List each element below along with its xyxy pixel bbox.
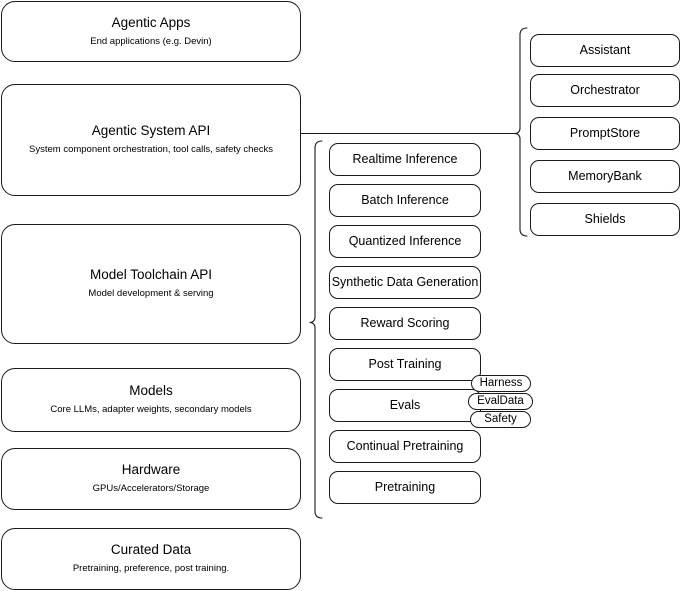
toolchain-item-continual-pretraining[interactable]: Continual Pretraining xyxy=(329,430,481,463)
system-item-promptstore[interactable]: PromptStore xyxy=(530,117,680,150)
toolchain-item-evals[interactable]: Evals xyxy=(329,389,481,422)
layer-subtitle: GPUs/Accelerators/Storage xyxy=(92,483,210,495)
system-item-assistant[interactable]: Assistant xyxy=(530,34,680,67)
system-item-orchestrator[interactable]: Orchestrator xyxy=(530,74,680,107)
layer-subtitle: Model development & serving xyxy=(88,288,214,300)
eval-tag-evaldata[interactable]: EvalData xyxy=(468,393,533,410)
layer-title: Agentic Apps xyxy=(111,14,191,30)
system-item-shields[interactable]: Shields xyxy=(530,203,680,236)
layer-title: Model Toolchain API xyxy=(89,267,213,283)
layer-title: Curated Data xyxy=(110,542,192,558)
layer-subtitle: End applications (e.g. Devin) xyxy=(90,35,212,47)
layer-models[interactable]: Models Core LLMs, adapter weights, secon… xyxy=(1,368,301,432)
layer-subtitle: System component orchestration, tool cal… xyxy=(29,144,273,156)
layer-model-toolchain-api[interactable]: Model Toolchain API Model development & … xyxy=(1,224,301,344)
toolchain-item-reward-scoring[interactable]: Reward Scoring xyxy=(329,307,481,340)
layer-hardware[interactable]: Hardware GPUs/Accelerators/Storage xyxy=(1,448,301,510)
agentic-system-bracket xyxy=(514,27,528,237)
eval-tag-harness[interactable]: Harness xyxy=(471,375,531,392)
toolchain-item-batch-inference[interactable]: Batch Inference xyxy=(329,184,481,217)
layer-curated-data[interactable]: Curated Data Pretraining, preference, po… xyxy=(1,528,301,590)
toolchain-item-post-training[interactable]: Post Training xyxy=(329,348,481,381)
toolchain-item-realtime-inference[interactable]: Realtime Inference xyxy=(329,143,481,176)
toolchain-item-synthetic-data-generation[interactable]: Synthetic Data Generation xyxy=(329,266,481,299)
eval-tag-safety[interactable]: Safety xyxy=(470,411,531,428)
layer-subtitle: Core LLMs, adapter weights, secondary mo… xyxy=(50,404,252,416)
toolchain-item-pretraining[interactable]: Pretraining xyxy=(329,471,481,504)
system-item-memorybank[interactable]: MemoryBank xyxy=(530,160,680,193)
layer-agentic-apps[interactable]: Agentic Apps End applications (e.g. Devi… xyxy=(1,1,301,62)
model-toolchain-bracket xyxy=(309,140,323,519)
toolchain-item-quantized-inference[interactable]: Quantized Inference xyxy=(329,225,481,258)
layer-title: Models xyxy=(129,383,173,399)
layer-title: Hardware xyxy=(121,462,181,478)
layer-agentic-system-api[interactable]: Agentic System API System component orch… xyxy=(1,84,301,196)
layer-title: Agentic System API xyxy=(91,123,211,139)
layer-subtitle: Pretraining, preference, post training. xyxy=(72,563,230,575)
